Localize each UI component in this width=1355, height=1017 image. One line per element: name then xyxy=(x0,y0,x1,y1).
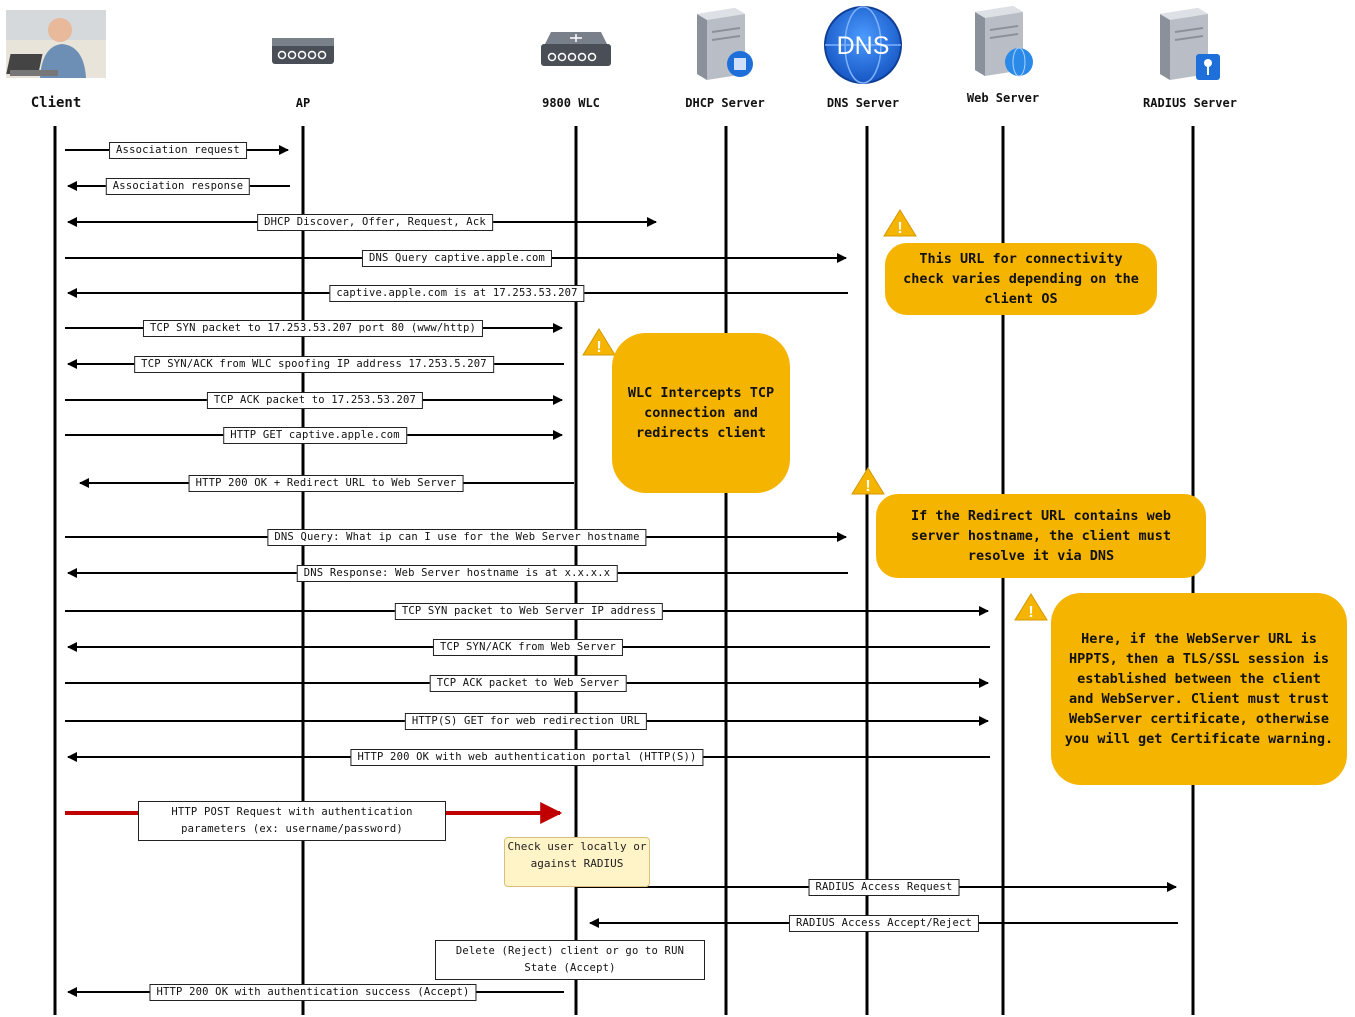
message-label: Association request xyxy=(109,142,247,159)
message-label: RADIUS Access Request xyxy=(808,879,960,896)
message-label: TCP ACK packet to 17.253.53.207 xyxy=(206,392,424,409)
dns-icon: DNS xyxy=(824,6,902,84)
message-label: DNS Response: Web Server hostname is at … xyxy=(296,565,618,582)
message-label: TCP ACK packet to Web Server xyxy=(429,675,627,692)
check-user-box: Check user locally or against RADIUS xyxy=(504,837,650,887)
message-label: HTTP 200 OK with authentication success … xyxy=(149,984,477,1001)
warning-icon: ! xyxy=(1014,593,1048,621)
message-label: DHCP Discover, Offer, Request, Ack xyxy=(257,214,493,231)
message-label: TCP SYN/ACK from Web Server xyxy=(432,639,624,656)
access-point-icon xyxy=(272,38,334,64)
warning-icon: ! xyxy=(851,467,885,495)
message-label: TCP SYN/ACK from WLC spoofing IP address… xyxy=(134,356,494,373)
svg-text:!: ! xyxy=(897,220,902,237)
participant-radius-label: RADIUS Server xyxy=(1143,96,1237,110)
message-label: DNS Query captive.apple.com xyxy=(361,250,553,267)
participant-dns-label: DNS Server xyxy=(826,96,900,110)
message-label: TCP SYN packet to Web Server IP address xyxy=(394,603,664,620)
warning-icon: ! xyxy=(582,328,616,356)
message-label: DNS Query: What ip can I use for the Web… xyxy=(267,529,647,546)
participant-dhcp-label: DHCP Server xyxy=(685,96,765,110)
participant-client-label: Client xyxy=(30,95,82,111)
message-label: Association response xyxy=(105,178,251,195)
svg-text:!: ! xyxy=(596,339,601,356)
participant-web-label: Web Server xyxy=(966,91,1040,105)
participant-wlc-label: 9800 WLC xyxy=(542,96,600,110)
delete-run-state-box: Delete (Reject) client or go to RUN Stat… xyxy=(435,940,705,980)
message-label: HTTP GET captive.apple.com xyxy=(223,427,407,444)
note-url-varies: This URL for connectivity check varies d… xyxy=(885,243,1157,315)
participant-ap-label: AP xyxy=(295,96,311,110)
note-https-tls: Here, if the WebServer URL is HPPTS, the… xyxy=(1051,593,1347,785)
svg-text:!: ! xyxy=(865,478,870,495)
dhcp-server-icon xyxy=(697,8,753,80)
message-label: TCP SYN packet to 17.253.53.207 port 80 … xyxy=(142,320,484,337)
message-label-http-post: HTTP POST Request with authentication pa… xyxy=(138,801,446,841)
wireless-controller-icon xyxy=(541,32,611,66)
user-laptop-icon xyxy=(6,10,106,78)
dns-icon-text: DNS xyxy=(837,32,890,60)
message-label: RADIUS Access Accept/Reject xyxy=(788,915,980,932)
message-label: captive.apple.com is at 17.253.53.207 xyxy=(329,285,585,302)
message-label: HTTP 200 OK + Redirect URL to Web Server xyxy=(188,475,464,492)
svg-text:!: ! xyxy=(1028,604,1033,621)
web-server-icon xyxy=(975,6,1033,77)
warning-icon: ! xyxy=(883,209,917,237)
radius-server-icon xyxy=(1160,8,1220,80)
message-label: HTTP(S) GET for web redirection URL xyxy=(404,713,648,730)
message-label: HTTP 200 OK with web authentication port… xyxy=(350,749,704,766)
note-redirect-dns: If the Redirect URL contains web server … xyxy=(876,494,1206,578)
note-wlc-intercepts: WLC Intercepts TCP connection and redire… xyxy=(612,333,790,493)
